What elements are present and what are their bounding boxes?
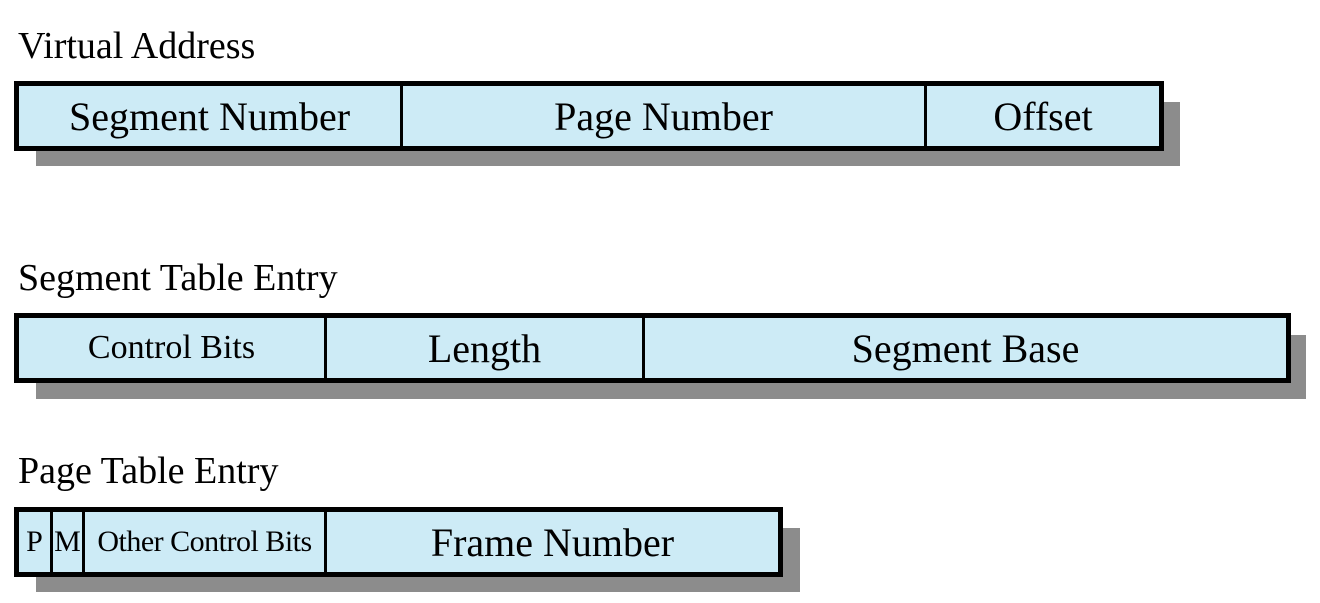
length-field: Length (327, 318, 645, 378)
other-control-bits-field: Other Control Bits (85, 512, 327, 572)
offset-field: Offset (993, 93, 1093, 139)
frame-number-field: Frame Number (430, 519, 675, 565)
segment-table-entry-format: Control Bits Length Segment Base (14, 313, 1291, 383)
virtual-address-title: Virtual Address (18, 25, 256, 67)
modified-bit-field: M (53, 512, 85, 572)
page-table-entry-format: P M Other Control Bits Frame Number (14, 507, 783, 577)
segment-base-field: Segment Base (851, 325, 1080, 371)
segment-number-field: Segment Number (19, 86, 403, 146)
segment-table-entry-title: Segment Table Entry (18, 257, 338, 299)
virtual-address-format: Segment Number Page Number Offset (14, 81, 1164, 151)
page-table-entry-title: Page Table Entry (18, 450, 279, 492)
control-bits-field: Control Bits (19, 318, 327, 378)
page-number-field: Page Number (403, 86, 927, 146)
present-bit-field: P (19, 512, 53, 572)
